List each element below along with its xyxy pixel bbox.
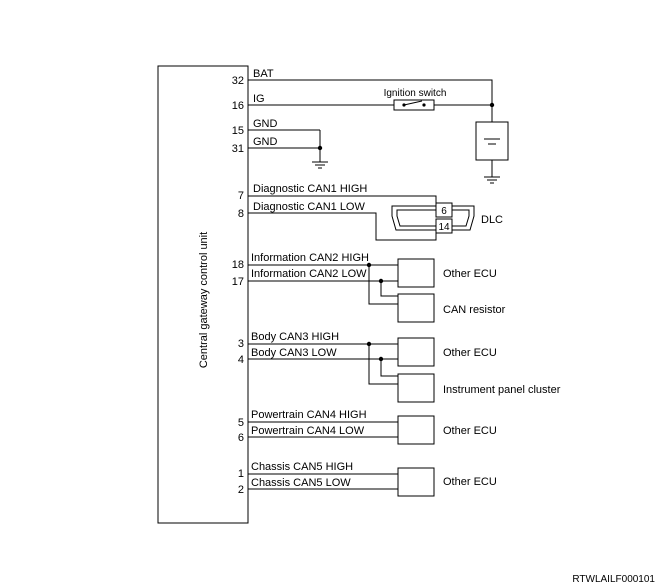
can3-cluster-box xyxy=(397,373,435,403)
can3-ecu-box xyxy=(397,337,435,367)
label-can4-high: Powertrain CAN4 HIGH xyxy=(251,409,367,421)
pin-can5-high: 1 xyxy=(238,468,244,480)
label-can5-low: Chassis CAN5 LOW xyxy=(251,477,351,489)
wire-can3-branch-low xyxy=(380,359,398,377)
pin-can3-high: 3 xyxy=(238,338,244,350)
label-can2-low: Information CAN2 LOW xyxy=(251,268,367,280)
wire-can2-branch-high xyxy=(368,265,398,305)
can5-ecu-label: Other ECU xyxy=(443,476,497,488)
label-bat: BAT xyxy=(253,68,274,80)
central-gateway-label: Central gateway control unit xyxy=(198,232,210,368)
pin-can1-low: 8 xyxy=(238,208,244,220)
wire-can3-branch-high xyxy=(368,344,398,385)
label-can1-low: Diagnostic CAN1 LOW xyxy=(253,201,365,213)
dlc-pin-14: 14 xyxy=(438,222,450,233)
junction-ig xyxy=(489,102,495,108)
dlc-pin-6: 6 xyxy=(441,206,447,217)
pin-can1-high: 7 xyxy=(238,190,244,202)
pin-bat: 32 xyxy=(232,75,244,87)
label-gnd-15: GND xyxy=(253,118,278,130)
central-gateway-box xyxy=(157,65,249,524)
can2-ecu-label: Other ECU xyxy=(443,268,497,280)
label-ig: IG xyxy=(253,93,265,105)
pin-can4-high: 5 xyxy=(238,417,244,429)
ground-icon xyxy=(312,130,328,169)
can3-cluster-label: Instrument panel cluster xyxy=(443,384,561,396)
label-can5-high: Chassis CAN5 HIGH xyxy=(251,461,353,473)
dlc-label: DLC xyxy=(481,214,503,226)
wire-can1-low xyxy=(248,212,437,241)
pin-can2-low: 17 xyxy=(232,276,244,288)
can2-resistor-label: CAN resistor xyxy=(443,304,506,316)
pin-gnd-15: 15 xyxy=(232,125,244,137)
pin-can4-low: 6 xyxy=(238,432,244,444)
label-can3-high: Body CAN3 HIGH xyxy=(251,331,339,343)
pin-gnd-31: 31 xyxy=(232,143,244,155)
label-can4-low: Powertrain CAN4 LOW xyxy=(251,425,365,437)
can2-ecu-box xyxy=(397,258,435,288)
pin-can3-low: 4 xyxy=(238,354,244,366)
can2-resistor-box xyxy=(397,293,435,323)
pin-can2-high: 18 xyxy=(232,259,244,271)
ignition-switch-icon xyxy=(393,99,435,111)
reference-code: RTWLAILF000101 xyxy=(572,574,655,585)
pin-can5-low: 2 xyxy=(238,484,244,496)
wire-bat xyxy=(248,79,493,122)
pin-ig: 16 xyxy=(232,100,244,112)
can4-ecu-label: Other ECU xyxy=(443,425,497,437)
can3-ecu-label: Other ECU xyxy=(443,347,497,359)
label-can3-low: Body CAN3 LOW xyxy=(251,347,337,359)
label-can2-high: Information CAN2 HIGH xyxy=(251,252,369,264)
ignition-switch-label: Ignition switch xyxy=(384,88,447,99)
wire-can2-branch-low xyxy=(380,281,398,297)
battery-icon xyxy=(475,121,509,184)
label-can1-high: Diagnostic CAN1 HIGH xyxy=(253,183,367,195)
can4-ecu-box xyxy=(397,415,435,445)
can5-ecu-box xyxy=(397,467,435,497)
label-gnd-31: GND xyxy=(253,136,278,148)
dlc-connector-icon xyxy=(391,202,475,234)
